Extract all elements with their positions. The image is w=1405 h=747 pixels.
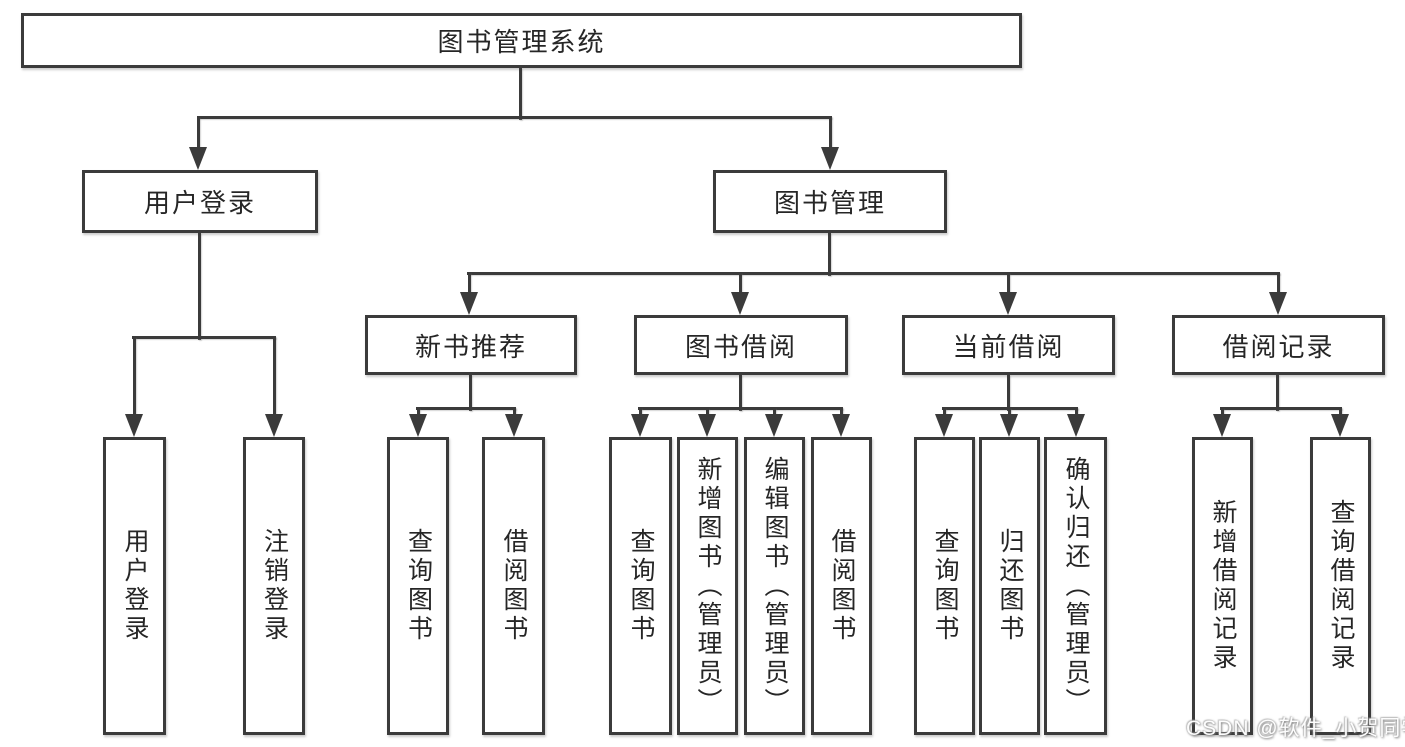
leaf-add-borrow-record: 新增借阅记录	[1192, 437, 1253, 735]
arrow-down-icon	[1331, 414, 1349, 437]
arrow-down-icon	[1000, 414, 1018, 437]
connector-line	[839, 408, 843, 414]
arrow-down-icon	[1067, 414, 1085, 437]
arrow-down-icon	[1269, 292, 1287, 315]
node-label: 借阅图书	[828, 528, 856, 644]
node-library-system: 图书管理系统	[21, 13, 1022, 68]
connector-line	[828, 117, 832, 147]
node-current-borrowing: 当前借阅	[902, 315, 1115, 375]
arrow-down-icon	[731, 292, 749, 315]
arrow-down-icon	[189, 147, 207, 170]
node-label: 图书管理	[773, 188, 886, 218]
connector-line	[1007, 408, 1011, 414]
connector-line	[772, 408, 776, 414]
node-label: 注销登录	[260, 528, 289, 644]
arrow-down-icon	[1213, 414, 1231, 437]
connector-line	[467, 273, 471, 292]
connector-line	[1006, 375, 1010, 411]
node-label: 查询图书	[404, 528, 433, 644]
arrow-down-icon	[821, 147, 839, 170]
leaf-edit-books-admin: 编辑图书（管理员）	[744, 437, 805, 735]
leaf-query-books-2: 查询图书	[609, 437, 672, 735]
connector-line	[197, 115, 832, 119]
node-label: 借阅图书	[500, 528, 528, 644]
connector-line	[468, 375, 472, 411]
connector-line	[272, 337, 276, 414]
connector-line	[1220, 408, 1224, 414]
connector-line	[638, 406, 843, 410]
node-label: 用户登录	[121, 528, 149, 644]
arrow-down-icon	[631, 414, 649, 437]
connector-line	[416, 406, 516, 410]
connector-line	[196, 117, 200, 147]
arrow-down-icon	[999, 292, 1017, 315]
node-label: 查询借阅记录	[1327, 499, 1355, 673]
node-label: 新增图书（管理员）	[694, 455, 722, 717]
connector-line	[197, 233, 201, 340]
node-label: 图书管理系统	[437, 27, 606, 57]
connector-line	[518, 68, 522, 120]
connector-line	[1220, 406, 1342, 410]
connector-line	[638, 408, 642, 414]
node-book-management: 图书管理	[713, 170, 947, 233]
arrow-down-icon	[460, 292, 478, 315]
connector-line	[416, 408, 420, 414]
arrow-down-icon	[765, 414, 783, 437]
node-label: 编辑图书（管理员）	[761, 455, 789, 717]
arrow-down-icon	[832, 414, 850, 437]
arrow-down-icon	[409, 414, 427, 437]
csdn-watermark: CSDN @软件_小贺同学	[1186, 717, 1405, 740]
node-label: 当前借阅	[952, 331, 1065, 362]
leaf-add-books-admin: 新增图书（管理员）	[677, 437, 738, 735]
connector-line	[132, 335, 276, 339]
node-book-borrowing: 图书借阅	[634, 315, 848, 375]
leaf-logout: 注销登录	[243, 437, 305, 735]
connector-line	[1006, 273, 1010, 292]
connector-line	[1074, 408, 1078, 414]
connector-line	[1275, 375, 1279, 411]
node-label: 确认归还（管理员）	[1062, 455, 1090, 717]
node-label: 查询图书	[627, 528, 655, 644]
connector-line	[512, 408, 516, 414]
leaf-borrow-books-2: 借阅图书	[811, 437, 872, 735]
node-label: 图书借阅	[684, 331, 797, 362]
connector-line	[1276, 273, 1280, 292]
node-label: 用户登录	[143, 188, 256, 218]
connector-line	[1338, 408, 1342, 414]
node-label: 借阅记录	[1222, 331, 1335, 362]
connector-line	[827, 233, 831, 276]
arrow-down-icon	[935, 414, 953, 437]
leaf-confirm-return-admin: 确认归还（管理员）	[1044, 437, 1107, 735]
node-label: 新书推荐	[414, 331, 527, 362]
arrow-down-icon	[698, 414, 716, 437]
arrow-down-icon	[505, 414, 523, 437]
arrow-down-icon	[125, 414, 143, 437]
arrow-down-icon	[265, 414, 283, 437]
node-label: 新增借阅记录	[1209, 499, 1237, 673]
connector-line	[705, 408, 709, 414]
connector-line	[942, 408, 946, 414]
node-user-login-branch: 用户登录	[82, 170, 318, 233]
node-label: 归还图书	[996, 528, 1024, 644]
leaf-user-login: 用户登录	[103, 437, 166, 735]
node-borrowing-records: 借阅记录	[1172, 315, 1385, 375]
connector-line	[738, 273, 742, 292]
leaf-query-books-1: 查询图书	[387, 437, 449, 735]
connector-line	[738, 375, 742, 411]
leaf-query-books-3: 查询图书	[914, 437, 975, 735]
connector-line	[132, 337, 136, 414]
connector-line	[467, 271, 1280, 275]
node-new-book-recommend: 新书推荐	[365, 315, 577, 375]
leaf-borrow-books-1: 借阅图书	[482, 437, 545, 735]
node-label: 查询图书	[931, 528, 959, 644]
leaf-query-borrow-record: 查询借阅记录	[1310, 437, 1371, 735]
leaf-return-books: 归还图书	[979, 437, 1040, 735]
